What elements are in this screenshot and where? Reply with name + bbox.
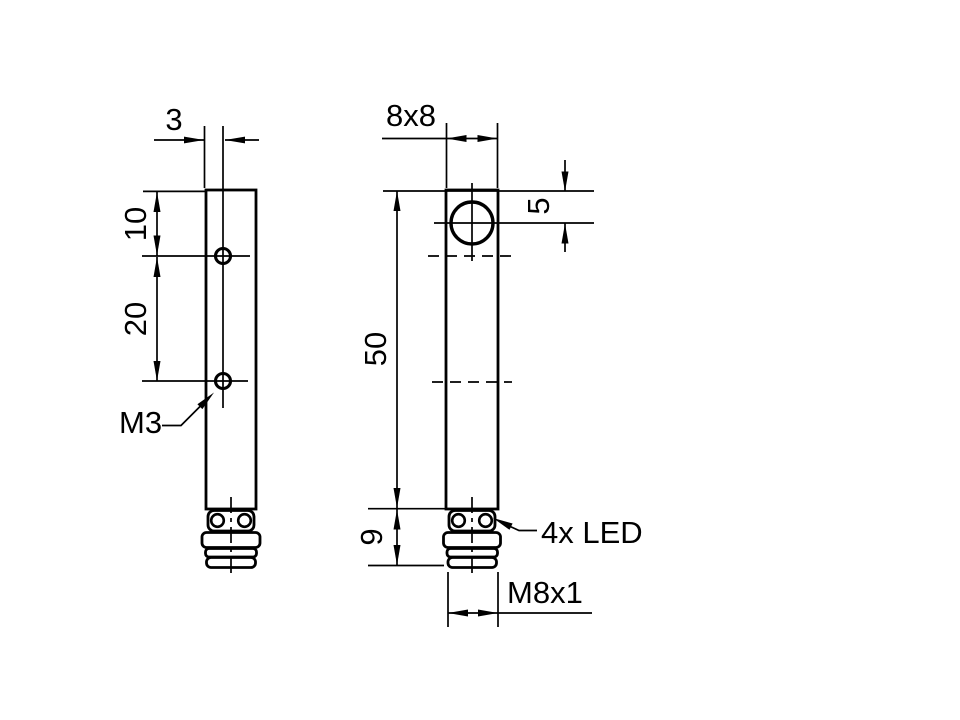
connector-front <box>442 509 502 569</box>
dim-label-housing-length: 50 <box>358 332 393 366</box>
arrowhead-icon <box>478 609 498 617</box>
led-collar <box>206 509 256 533</box>
arrowhead-icon <box>561 171 569 192</box>
sensing-coil-circle <box>449 200 495 246</box>
arrowhead-icon <box>153 361 161 381</box>
connector-thread-end <box>205 556 257 569</box>
connector-ring <box>204 547 258 559</box>
arrowhead-icon <box>493 518 513 530</box>
dim-label-cross-section: 8x8 <box>386 98 436 133</box>
front-view-dimensions: 8x8 5 50 9 4x LED M8x1 <box>354 98 643 627</box>
arrowhead-icon <box>225 136 245 144</box>
connector-ring <box>445 547 499 559</box>
housing-body-side <box>204 188 258 511</box>
arrowhead-icon <box>561 223 569 244</box>
connector-side <box>200 509 262 569</box>
arrowhead-icon <box>197 392 214 410</box>
dim-label-hole-top-offset: 10 <box>118 207 153 241</box>
mounting-hole-bottom <box>213 371 233 391</box>
led-window-left <box>209 512 226 529</box>
dim-label-side-thickness: 3 <box>165 102 182 137</box>
arrowhead-icon <box>477 135 498 142</box>
label-led-note: 4x LED <box>541 515 643 550</box>
arrowhead-icon <box>184 136 204 144</box>
arrowhead-icon <box>448 609 468 617</box>
dim-label-connector-thread: M8x1 <box>507 575 583 610</box>
dim-label-sensing-face-offset: 5 <box>521 197 556 214</box>
front-view <box>368 123 594 577</box>
led-window-left <box>450 512 467 529</box>
leader-line <box>507 524 537 532</box>
arrowhead-icon <box>153 235 161 256</box>
side-view <box>142 126 262 577</box>
arrowhead-icon <box>153 192 161 212</box>
led-collar <box>447 509 497 533</box>
mounting-hole-top <box>213 246 233 266</box>
housing-body-front <box>444 188 500 511</box>
label-mounting-thread: M3 <box>119 405 162 440</box>
arrowhead-icon <box>393 488 401 508</box>
arrowhead-icon <box>393 545 401 565</box>
leader-line <box>162 399 207 427</box>
arrowhead-icon <box>153 257 161 277</box>
arrowhead-icon <box>446 135 467 142</box>
arrowhead-icon <box>393 509 401 530</box>
connector-thread-end <box>446 556 498 569</box>
led-window-right <box>236 512 253 529</box>
side-view-dimensions: 3 10 20 M3 <box>118 102 259 440</box>
dim-label-hole-spacing: 20 <box>118 302 153 336</box>
led-window-right <box>477 512 494 529</box>
arrowhead-icon <box>393 191 401 211</box>
dim-label-connector-section-length: 9 <box>354 528 389 545</box>
